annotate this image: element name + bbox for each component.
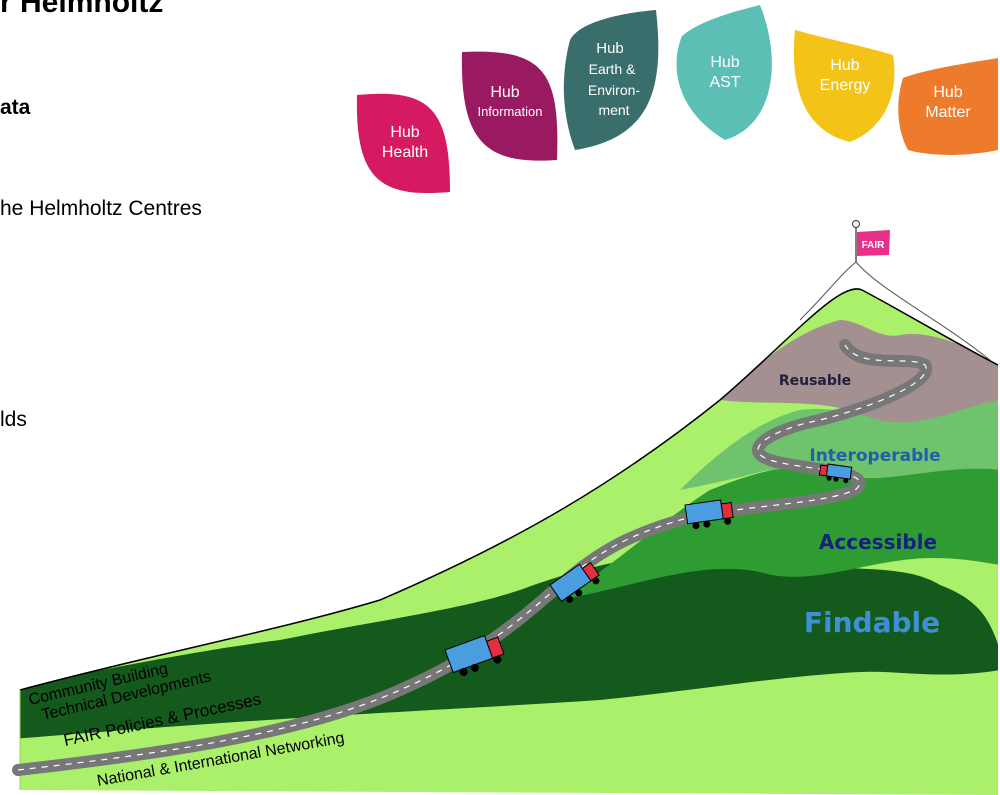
reusable-layer	[720, 320, 998, 423]
truck-4	[818, 463, 853, 484]
flag-lines	[799, 261, 991, 361]
zone-label-reusable: Reusable	[779, 373, 851, 389]
slide-subtitle-fragment: ata	[0, 96, 31, 119]
slide-text-fields: lds	[0, 408, 27, 431]
zone-label-interoperable: Interoperable	[809, 446, 940, 466]
mountain-outline	[19, 288, 999, 691]
truck-3	[684, 499, 734, 530]
flag-pole-top	[852, 220, 860, 228]
truck-2	[549, 562, 600, 603]
accessible-layer	[560, 462, 998, 600]
road-centerline	[17, 344, 927, 771]
zone-label-accessible: Accessible	[819, 530, 937, 554]
slide-text-centres: he Helmholtz Centres	[0, 197, 202, 220]
flag	[857, 230, 890, 256]
slide-title-fragment: r Helmholtz	[0, 0, 164, 19]
flag-label: FAIR	[862, 240, 886, 251]
truck-1	[444, 634, 505, 676]
interoperable-layer	[680, 398, 998, 490]
zone-label-findable: Findable	[804, 606, 940, 639]
